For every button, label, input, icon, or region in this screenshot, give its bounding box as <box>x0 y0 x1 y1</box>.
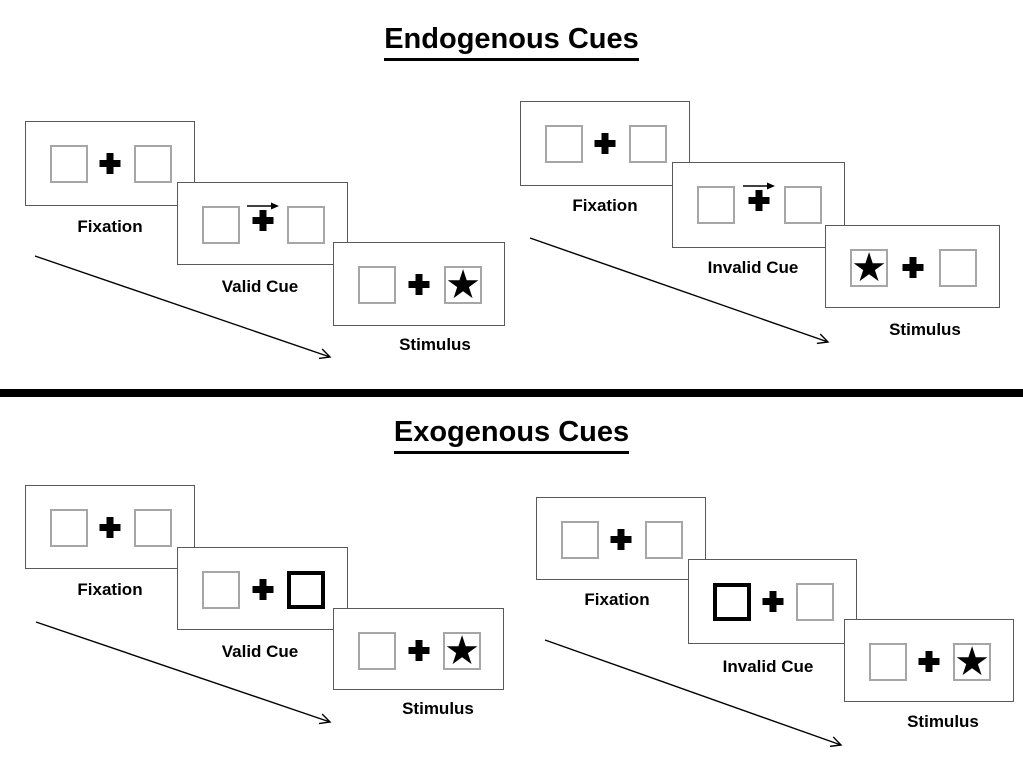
right-placeholder-box <box>629 125 667 163</box>
section-title-text: Endogenous Cues <box>384 23 639 61</box>
right-placeholder-box <box>784 186 822 224</box>
left-placeholder-box <box>545 125 583 163</box>
frame-label-fixation: Fixation <box>584 590 650 609</box>
frame-label-stimulus: Stimulus <box>889 320 961 339</box>
fixation-cross-icon <box>99 153 121 174</box>
right-placeholder-box <box>796 583 834 621</box>
star-icon: ★ <box>954 639 990 685</box>
fixation-cross-icon <box>99 517 121 538</box>
section-divider <box>0 389 1023 397</box>
fixation-cross-icon <box>252 579 273 600</box>
left-placeholder-box <box>202 571 240 609</box>
left-placeholder-box <box>697 186 735 224</box>
star-icon: ★ <box>445 262 481 308</box>
timeline-arrow-endogenous-valid <box>34 255 332 360</box>
fixation-cross-icon <box>918 651 940 672</box>
valid-cue-panel <box>177 547 348 630</box>
stimulus-panel: ★ <box>844 619 1014 702</box>
invalid-cue-panel <box>672 162 845 248</box>
fixation-cross-icon <box>594 133 616 154</box>
right-placeholder-box <box>645 521 683 559</box>
fixation-cross-icon <box>748 190 769 211</box>
left-placeholder-box <box>561 521 599 559</box>
right-arrow-cue-icon <box>246 198 280 210</box>
frame-label-fixation: Fixation <box>77 580 143 599</box>
timeline-arrow-exogenous-valid <box>35 621 332 725</box>
fixation-panel <box>25 121 195 206</box>
left-placeholder-box <box>50 509 88 547</box>
stimulus-panel: ★ <box>825 225 1000 308</box>
fixation-cross-icon <box>902 257 923 278</box>
fixation-cross-icon <box>252 210 273 231</box>
frame-label-stimulus: Stimulus <box>907 712 979 731</box>
right-highlighted-cue-box <box>287 571 325 609</box>
right-target-box: ★ <box>444 262 482 308</box>
frame-label-invalid-cue: Invalid Cue <box>722 657 814 676</box>
valid-cue-panel <box>177 182 348 265</box>
frame-label-invalid-cue: Invalid Cue <box>707 258 799 277</box>
right-target-box: ★ <box>443 628 481 674</box>
fixation-panel <box>25 485 195 569</box>
right-placeholder-box <box>134 145 172 183</box>
fixation-cross-icon <box>408 274 430 295</box>
right-target-box: ★ <box>953 639 991 685</box>
fixation-cross-icon <box>408 640 429 661</box>
frame-label-stimulus: Stimulus <box>399 335 471 354</box>
left-placeholder-box <box>50 145 88 183</box>
star-icon: ★ <box>444 628 480 674</box>
frame-label-fixation: Fixation <box>572 196 638 215</box>
right-arrow-cue-icon <box>742 178 776 190</box>
invalid-cue-panel <box>688 559 857 644</box>
stimulus-panel: ★ <box>333 608 504 690</box>
left-target-box: ★ <box>850 245 888 291</box>
timeline-arrow-exogenous-invalid <box>544 639 843 748</box>
right-placeholder-box <box>939 249 977 287</box>
section-title-endogenous: Endogenous Cues <box>0 23 1023 61</box>
right-placeholder-box <box>287 206 325 244</box>
left-placeholder-box <box>358 632 396 670</box>
timeline-arrow-endogenous-invalid <box>529 237 830 345</box>
frame-label-fixation: Fixation <box>77 217 143 236</box>
left-placeholder-box <box>202 206 240 244</box>
right-placeholder-box <box>134 509 172 547</box>
fixation-cross-icon <box>610 529 632 550</box>
star-icon: ★ <box>851 245 887 291</box>
frame-label-valid-cue: Valid Cue <box>221 277 299 296</box>
fixation-panel <box>536 497 706 580</box>
fixation-cross-icon <box>762 591 783 612</box>
frame-label-stimulus: Stimulus <box>402 699 474 718</box>
frame-label-valid-cue: Valid Cue <box>221 642 299 661</box>
left-placeholder-box <box>869 643 907 681</box>
section-title-text: Exogenous Cues <box>393 416 630 454</box>
section-title-exogenous: Exogenous Cues <box>0 416 1023 454</box>
stimulus-panel: ★ <box>333 242 505 326</box>
left-placeholder-box <box>358 266 396 304</box>
fixation-panel <box>520 101 690 186</box>
left-highlighted-cue-box <box>713 583 751 621</box>
